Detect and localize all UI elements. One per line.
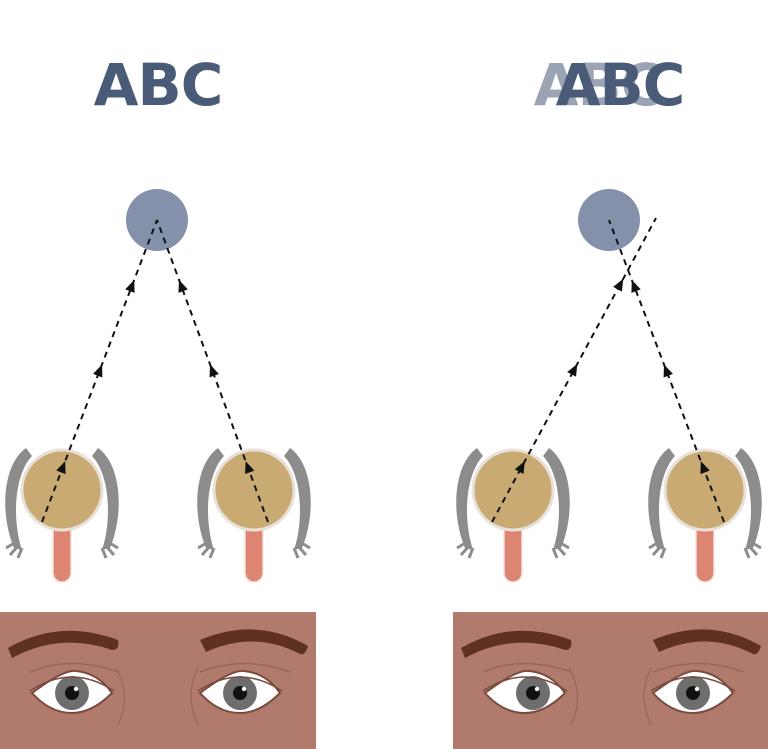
arrowhead-icon xyxy=(125,279,135,293)
normal-right-crease xyxy=(199,662,291,673)
strabismus-right-highlight xyxy=(694,686,700,692)
arrowhead-icon xyxy=(567,363,578,377)
strabismus-right-eyebrow xyxy=(653,629,761,655)
normal-right-eyebrow xyxy=(200,629,308,655)
normal-left-crease xyxy=(29,662,119,673)
normal-right-lid xyxy=(197,676,283,692)
strabismus-fixating-axis xyxy=(608,219,725,523)
normal-left-highlight xyxy=(73,686,79,692)
strabismus-right-crease xyxy=(652,662,744,673)
normal-left-lid xyxy=(29,676,115,692)
strabismus-left-lid xyxy=(482,676,568,692)
arrowhead-icon xyxy=(613,278,624,292)
normal-right-cheek-line xyxy=(190,667,199,726)
ghost-text: ABC xyxy=(534,51,663,119)
strabismus-left-cheek-line xyxy=(568,667,579,726)
normal-left-visual-axis xyxy=(41,219,158,523)
normal-left-eyebrow xyxy=(8,630,119,658)
normal-right-eyeball-icon xyxy=(195,446,313,584)
arrowhead-icon xyxy=(178,279,188,293)
arrowhead-icon xyxy=(514,461,525,475)
arrowhead-icon xyxy=(663,364,673,378)
arrowhead-icon xyxy=(245,461,255,475)
normal-right-visual-axis xyxy=(156,219,269,523)
strabismus-left-crease xyxy=(482,662,572,673)
arrowhead-icon xyxy=(56,461,66,475)
strabismus-left-highlight xyxy=(534,686,540,692)
strabismus-left-eyebrow xyxy=(461,630,572,658)
arrowhead-icon xyxy=(93,364,103,378)
arrowhead-icon xyxy=(209,364,219,378)
strabismus-right-cheek-line xyxy=(643,667,652,726)
strabismus-left-eyeball-icon xyxy=(454,446,572,584)
normal-text: ABC xyxy=(94,51,223,119)
normal-left-cheek-line xyxy=(115,667,126,726)
normal-right-highlight xyxy=(241,686,247,692)
arrowhead-icon xyxy=(700,461,710,475)
arrowhead-icon xyxy=(631,279,641,293)
strabismus-right-lid xyxy=(650,676,736,692)
strabismus-text: ABC xyxy=(556,51,685,119)
